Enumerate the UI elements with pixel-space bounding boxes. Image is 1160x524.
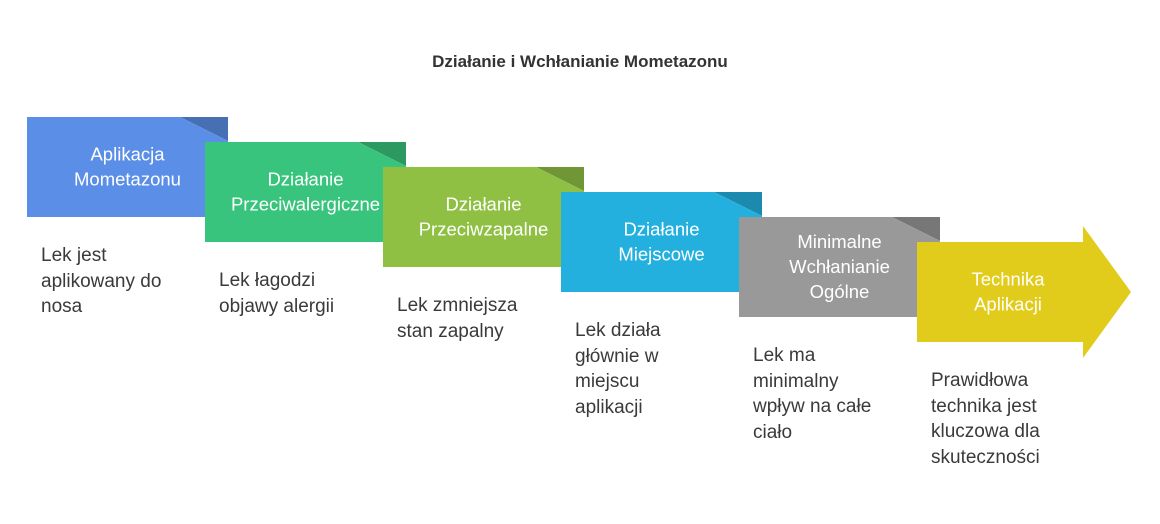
step-4-description-line: głównie w — [575, 345, 659, 367]
page-title: Działanie i Wchłanianie Mometazonu — [432, 52, 728, 71]
step-4-title-line: Miejscowe — [618, 244, 704, 265]
step-5-description-line: wpływ na całe — [753, 396, 872, 417]
step-6-title-line: Technika — [971, 269, 1045, 290]
step-5-title-line: Minimalne — [797, 231, 881, 252]
step-2-description: Lek łagodzi objawy alergii — [219, 268, 334, 319]
step-1-description: Lek jest aplikowany do nosa — [41, 243, 161, 320]
step-2-box — [205, 142, 406, 242]
step-5-description-line: Lek ma — [753, 345, 816, 366]
step-4-box — [561, 192, 762, 292]
step-2-title-line: Przeciwalergiczne — [231, 194, 380, 215]
step-3-description-line: Lek zmniejsza — [397, 295, 518, 316]
step-4-description-line: miejscu — [575, 371, 640, 392]
step-4-title-line: Działanie — [623, 219, 699, 240]
step-1-description-line: Lek jest — [41, 245, 107, 266]
step-5-description-line: ciało — [753, 421, 793, 443]
step-1-title-line: Aplikacja — [90, 144, 165, 165]
step-6-description-line: technika jest — [931, 395, 1037, 417]
step-6-title-line: Aplikacji — [974, 294, 1042, 315]
step-6-description-line: kluczowa dla — [931, 421, 1040, 442]
step-6-description: Prawidłowa technika jest kluczowa dla skute… — [931, 368, 1040, 470]
step-3-description: Lek zmniejsza stan zapalny — [397, 293, 517, 344]
step-3-box — [383, 167, 584, 267]
step-6-description-line: Prawidłowa — [931, 370, 1029, 391]
step-1-title-line: Mometazonu — [74, 169, 181, 190]
step-2-title-line: Działanie — [267, 169, 343, 190]
step-1-box — [27, 117, 228, 217]
step-3-description-line: stan zapalny — [397, 320, 504, 342]
step-4-description: Lek działa głównie w miejscu aplikacji — [575, 318, 661, 420]
step-6-description-line: skuteczności — [931, 446, 1040, 468]
step-5-description-line: minimalny — [753, 370, 839, 392]
step-5-title-line: Ogólne — [810, 281, 870, 302]
step-2-description-line: objawy alergii — [219, 295, 335, 317]
step-5-box — [739, 217, 940, 317]
step-3-title-line: Działanie — [445, 194, 521, 215]
step-4-description-line: Lek działa — [575, 320, 661, 341]
step-2-description-line: Lek łagodzi — [219, 270, 316, 291]
step-1-description-line: nosa — [41, 296, 83, 317]
step-1-description-line: aplikowany do — [41, 270, 162, 292]
step-5-description: Lek ma minimalny wpływ na całe ciało — [753, 343, 871, 445]
step-5-title-line: Wchłanianie — [789, 256, 890, 277]
step-3-title-line: Przeciwzapalne — [419, 219, 549, 240]
step-4-description-line: aplikacji — [575, 396, 643, 418]
step-6-arrow — [917, 226, 1131, 358]
